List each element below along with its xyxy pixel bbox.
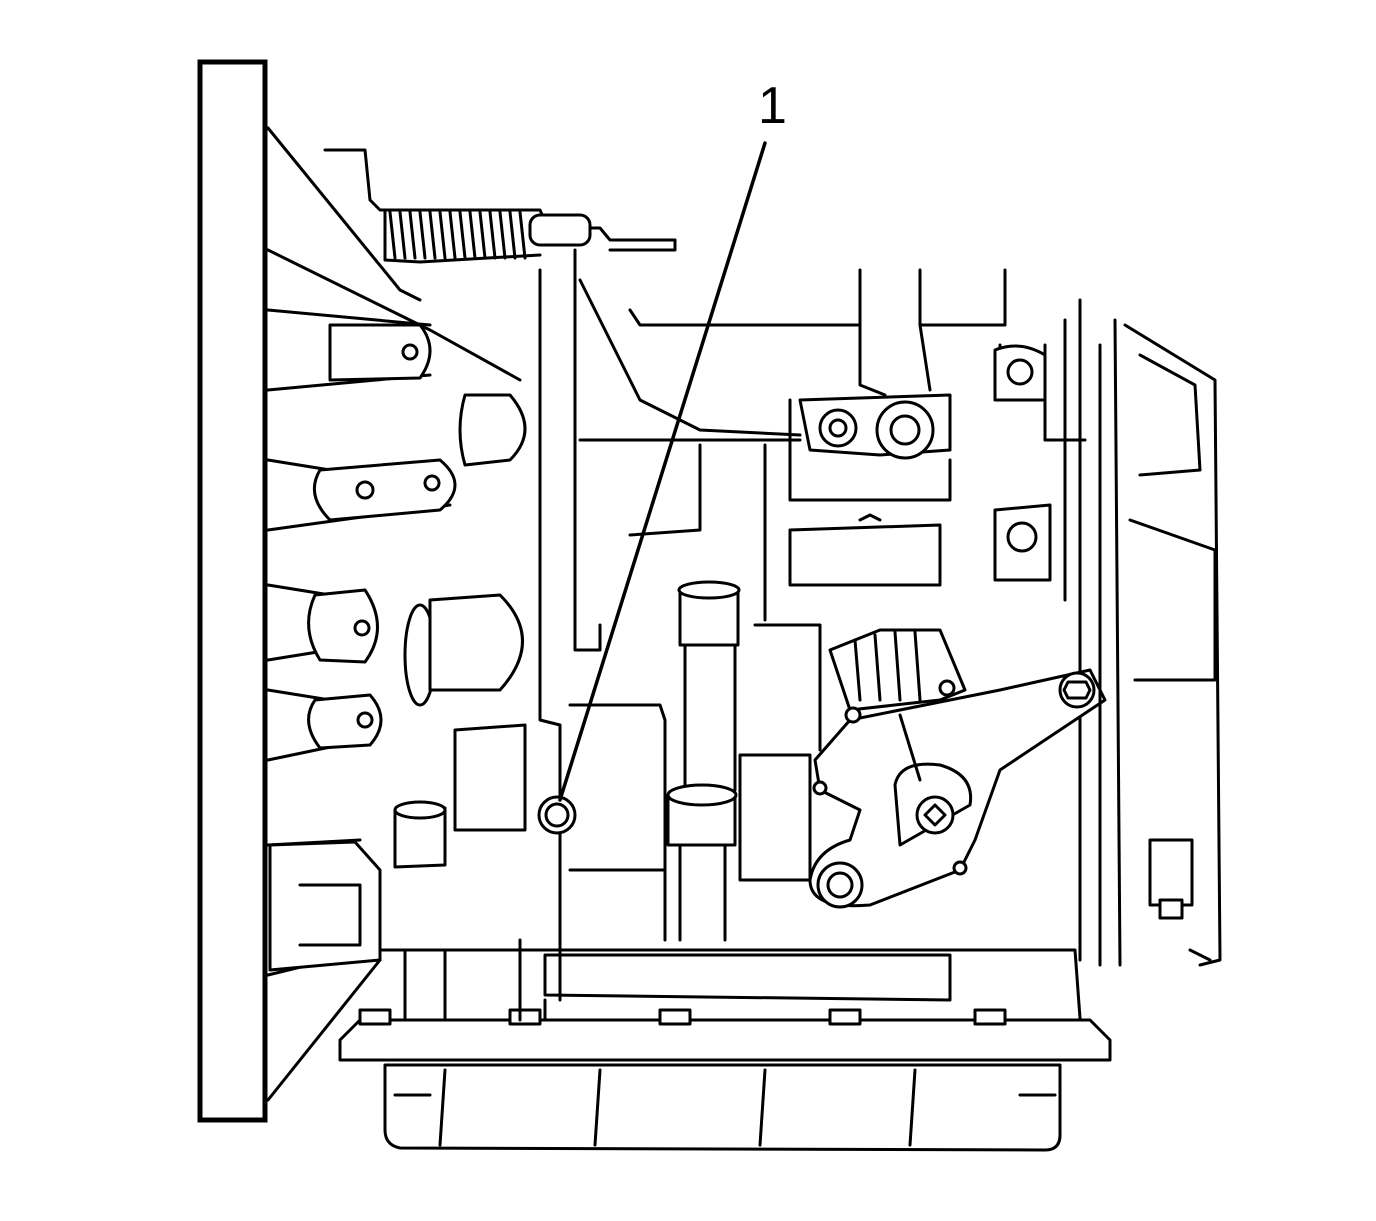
shift-cable-spring [323, 148, 677, 264]
range-selector-switch [808, 628, 1107, 909]
case-bolt-bosses [788, 344, 1052, 587]
coil-spring [388, 210, 527, 260]
case-fittings [268, 393, 527, 972]
transmission-case [538, 248, 1087, 1002]
housing-bolt-bosses [307, 323, 457, 750]
callout-1-leader [558, 141, 767, 802]
side-cover [1098, 318, 1222, 967]
oil-pan [338, 938, 1112, 1152]
valve-body-tubes [568, 580, 822, 942]
callout-1-target [537, 141, 767, 835]
callout-1-label: 1 [758, 77, 787, 135]
